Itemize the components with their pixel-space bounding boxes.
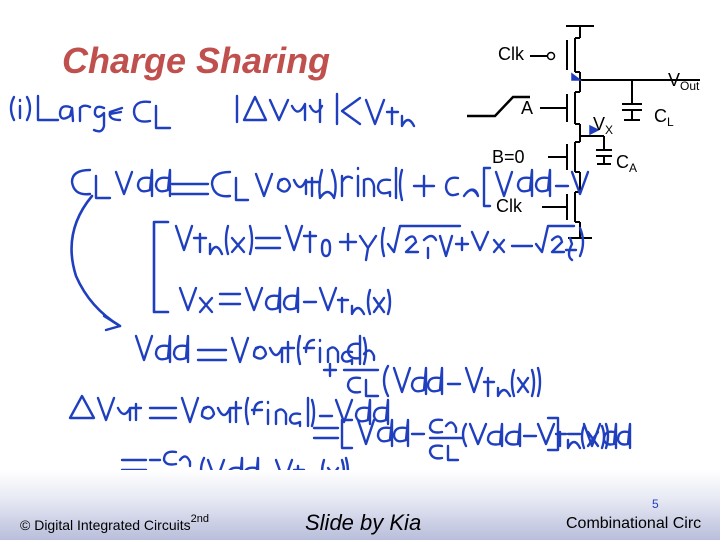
footer-copyright: © Digital Integrated Circuits2nd [20,513,209,533]
footer-band [0,470,720,540]
cl-label: CL [654,106,674,129]
slide-title: Charge Sharing [62,40,331,81]
vx-label: VX [593,114,614,137]
vout-label: VOut [668,70,700,93]
clk-bottom-label: Clk [496,196,522,216]
clk-top-label: Clk [498,44,524,64]
page-number: 5 [652,497,659,511]
b-input-label: B=0 [492,147,525,167]
footer-section: Combinational Circ [566,515,702,532]
ca-label: CA [616,152,638,175]
footer-credit: Slide by Kia [305,510,422,535]
a-input-label: A [521,98,534,118]
